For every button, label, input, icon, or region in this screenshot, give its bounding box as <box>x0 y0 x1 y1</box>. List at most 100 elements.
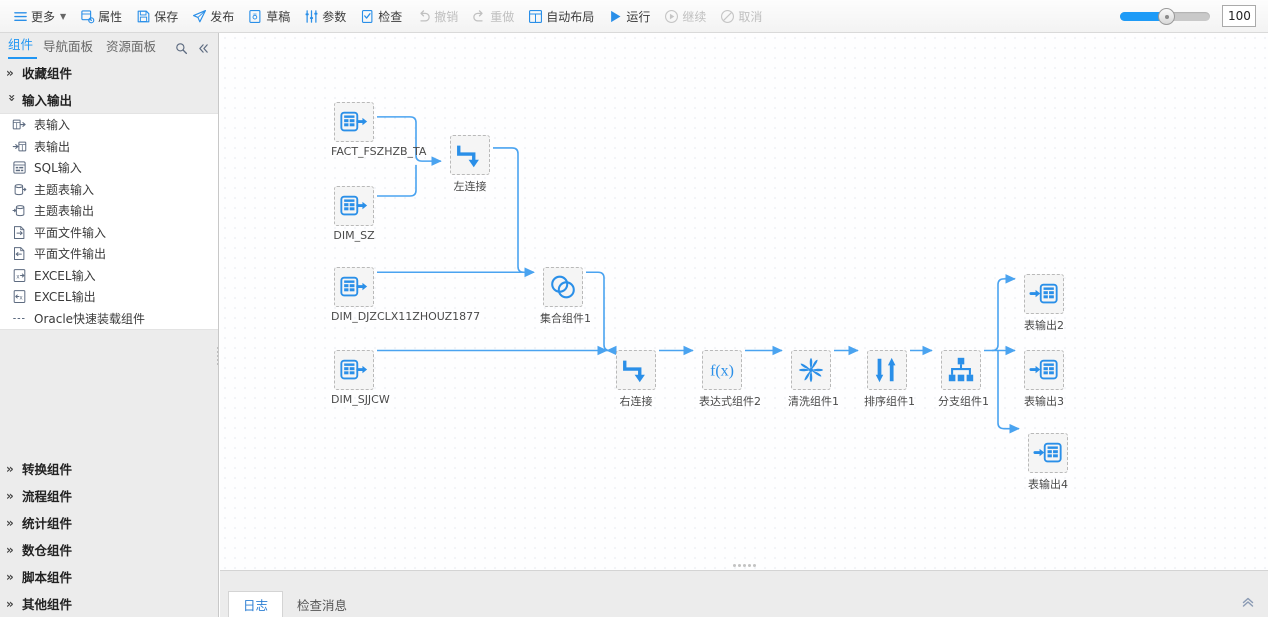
sidebar-group-favorites[interactable]: » 收藏组件 <box>0 59 218 86</box>
union-icon <box>551 275 575 299</box>
panel-splitter[interactable] <box>220 561 1268 570</box>
sidebar-group-1[interactable]: »转换组件 <box>0 455 218 482</box>
sidebar-tab-navigation[interactable]: 导航面板 <box>43 39 94 54</box>
toolbar-button-run[interactable]: 运行 <box>601 4 657 28</box>
flow-canvas[interactable]: FACT_FSZHZB_TA DIM_SZ 左连接 DIM_DJZCLX11ZHOUZ… <box>220 33 1268 570</box>
flow-node-n13[interactable]: 表输出3 <box>1021 350 1067 409</box>
sidebar-item-5[interactable]: 主题表输出 <box>0 200 218 222</box>
sidebar-group-label: 输入输出 <box>22 93 73 108</box>
chevron-right-icon: » <box>6 515 14 530</box>
toolbar-button-label: 重做 <box>490 9 515 24</box>
table-input-icon <box>340 359 368 380</box>
node-icon-box[interactable] <box>867 350 907 390</box>
flow-node-n7[interactable]: 右连接 <box>613 350 659 409</box>
chevron-double-up-icon[interactable] <box>1240 594 1256 610</box>
flow-node-n9[interactable]: 清洗组件1 <box>788 350 839 409</box>
flow-node-n4[interactable]: DIM_DJZCLX11ZHOUZ1877 <box>331 267 480 323</box>
sidebar-group-3[interactable]: »统计组件 <box>0 509 218 536</box>
zoom-slider-knob[interactable] <box>1158 8 1175 25</box>
flow-node-n1[interactable]: FACT_FSZHZB_TA <box>331 102 426 158</box>
sidebar-group-4[interactable]: »数仓组件 <box>0 536 218 563</box>
collapse-left-icon[interactable] <box>197 42 210 55</box>
node-icon-box[interactable] <box>450 135 490 175</box>
node-icon-box[interactable] <box>334 267 374 307</box>
toolbar-button-check[interactable]: 检查 <box>353 4 409 28</box>
toolbar-button-label: 属性 <box>98 9 123 24</box>
sidebar-item-7[interactable]: 平面文件输出 <box>0 243 218 265</box>
sidebar-resize-grip[interactable] <box>215 341 218 371</box>
zoom-value-input[interactable]: 100 <box>1222 5 1256 27</box>
node-icon-box[interactable] <box>791 350 831 390</box>
sidebar-tab-resources[interactable]: 资源面板 <box>106 39 157 54</box>
sidebar-item-1[interactable]: 表输入 <box>0 114 218 136</box>
flow-node-n3[interactable]: 左连接 <box>447 135 493 194</box>
sidebar-item-label: 主题表输出 <box>34 204 95 219</box>
node-icon-box[interactable] <box>1024 274 1064 314</box>
node-icon-box[interactable] <box>616 350 656 390</box>
subject-table-input-icon <box>14 183 27 195</box>
sidebar-item-label: Oracle快速装载组件 <box>34 311 146 326</box>
branch-icon <box>948 357 974 382</box>
node-label: 表输出4 <box>1028 478 1068 491</box>
sidebar-tabs: 组件 导航面板 资源面板 <box>0 33 218 59</box>
tab-check-messages[interactable]: 检查消息 <box>297 597 348 613</box>
main-toolbar: 更多▼属性保存发布草稿参数检查撤销重做自动布局运行继续取消 100 <box>0 0 1268 33</box>
zoom-slider[interactable] <box>1120 8 1210 25</box>
toolbar-button-more[interactable]: 更多▼ <box>6 4 73 28</box>
flow-node-n11[interactable]: 分支组件1 <box>938 350 989 409</box>
toolbar-button-properties[interactable]: 属性 <box>73 4 129 28</box>
node-label: 清洗组件1 <box>788 395 839 408</box>
toolbar-button-label: 更多 <box>31 9 56 24</box>
toolbar-button-autolayout[interactable]: 自动布局 <box>521 4 601 28</box>
flow-node-n2[interactable]: DIM_SZ <box>331 186 377 242</box>
node-icon-box[interactable] <box>334 186 374 226</box>
node-icon-box[interactable] <box>334 350 374 390</box>
flow-node-n12[interactable]: 表输出2 <box>1021 274 1067 333</box>
toolbar-button-save[interactable]: 保存 <box>129 4 185 28</box>
sidebar-item-10[interactable]: Oracle快速装载组件 <box>0 308 218 330</box>
publish-icon <box>192 9 207 24</box>
node-label: 左连接 <box>453 180 487 193</box>
excel-input-icon: x <box>13 268 26 282</box>
oracle-loader-icon <box>13 317 26 319</box>
flow-node-n6[interactable]: DIM_SJJCW <box>331 350 390 406</box>
flow-node-n14[interactable]: 表输出4 <box>1025 433 1071 492</box>
search-icon[interactable] <box>175 42 188 55</box>
sidebar-group-label: 脚本组件 <box>22 570 73 585</box>
node-label: DIM_SJJCW <box>331 393 390 406</box>
clean-icon <box>798 357 824 383</box>
toolbar-button-draft[interactable]: 草稿 <box>241 4 297 28</box>
sidebar-group-6[interactable]: »其他组件 <box>0 590 218 617</box>
toolbar-button-params[interactable]: 参数 <box>297 4 353 28</box>
toolbar-button-publish[interactable]: 发布 <box>185 4 241 28</box>
tab-log[interactable]: 日志 <box>228 591 284 617</box>
check-icon <box>360 9 375 24</box>
node-icon-box[interactable]: f(x) <box>702 350 742 390</box>
sidebar-item-3[interactable]: SQL输入 <box>0 157 218 179</box>
node-icon-box[interactable] <box>941 350 981 390</box>
table-input-icon <box>12 119 26 130</box>
flat-file-input-icon <box>14 225 25 239</box>
flow-node-n5[interactable]: 集合组件1 <box>540 267 591 326</box>
sidebar-item-2[interactable]: 表输出 <box>0 136 218 158</box>
node-icon-box[interactable] <box>1028 433 1068 473</box>
sidebar-item-6[interactable]: 平面文件输入 <box>0 222 218 244</box>
node-icon-box[interactable] <box>334 102 374 142</box>
params-icon <box>305 9 318 23</box>
sidebar-group-io[interactable]: » 输入输出 <box>0 86 218 113</box>
sidebar-group-2[interactable]: »流程组件 <box>0 482 218 509</box>
sidebar-item-4[interactable]: 主题表输入 <box>0 179 218 201</box>
flow-node-n8[interactable]: f(x)表达式组件2 <box>699 350 761 409</box>
toolbar-button-label: 检查 <box>378 9 403 24</box>
sidebar-tab-components[interactable]: 组件 <box>8 34 38 59</box>
node-icon-box[interactable] <box>543 267 583 307</box>
cancel-icon <box>720 9 735 24</box>
flow-node-n10[interactable]: 排序组件1 <box>864 350 915 409</box>
node-label: DIM_SZ <box>333 229 375 242</box>
bottom-panel-expand-button[interactable] <box>1240 594 1268 617</box>
toolbar-button-undo: 撤销 <box>409 4 465 28</box>
node-icon-box[interactable] <box>1024 350 1064 390</box>
sidebar-group-5[interactable]: »脚本组件 <box>0 563 218 590</box>
